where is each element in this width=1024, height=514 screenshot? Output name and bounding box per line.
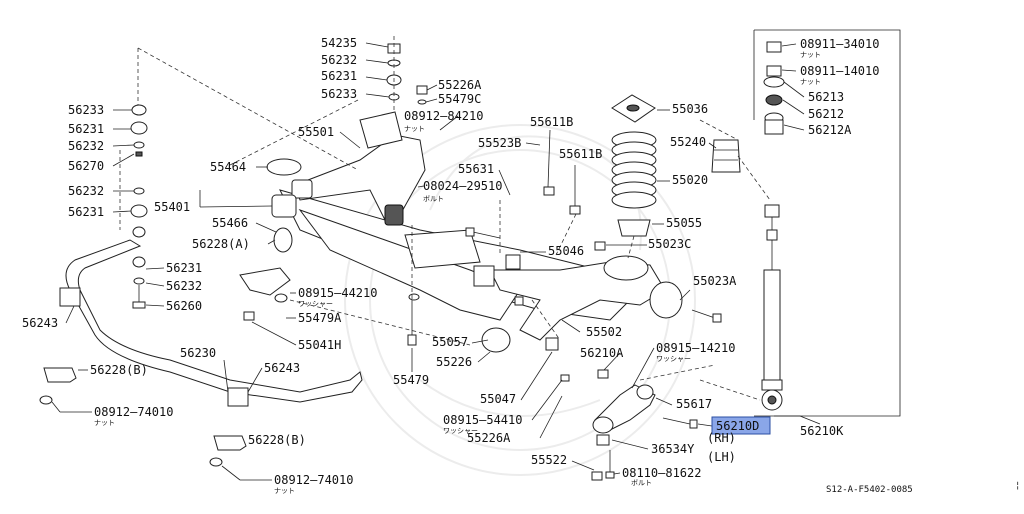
part-type-note: ワッシャー xyxy=(298,300,333,308)
part-label[interactable]: 08024–29510 xyxy=(423,179,502,193)
part-type-note: ナット xyxy=(404,125,425,133)
part-type-note: ナット xyxy=(274,487,295,495)
part-label[interactable]: 55036 xyxy=(672,102,708,116)
part-label[interactable]: 08912–84210 xyxy=(404,109,483,123)
part-label[interactable]: 55479 xyxy=(393,373,429,387)
shock-absorber-56210K xyxy=(753,29,901,417)
part-label[interactable]: 56232 xyxy=(68,139,104,153)
part-label[interactable]: (RH) xyxy=(707,431,736,445)
assembly-guides xyxy=(119,36,771,401)
part-label[interactable]: 56231 xyxy=(68,205,104,219)
part-label[interactable]: 08911–34010 xyxy=(800,37,879,51)
part-label[interactable]: 55226 xyxy=(436,355,472,369)
part-label[interactable]: 56210A xyxy=(580,346,624,360)
part-label[interactable]: 56270 xyxy=(68,159,104,173)
part-label[interactable]: 55479A xyxy=(298,311,342,325)
part-label[interactable]: (LH) xyxy=(707,450,736,464)
highlighted-part[interactable]: 56210D xyxy=(711,416,771,435)
part-type-note: ナット xyxy=(800,51,821,59)
part-type-note: ボルト xyxy=(631,479,652,487)
part-label[interactable]: 55464 xyxy=(210,160,246,174)
part-label[interactable]: 56243 xyxy=(264,361,300,375)
part-label[interactable]: 55631 xyxy=(458,162,494,176)
part-label[interactable]: 55020 xyxy=(672,173,708,187)
upper-arm-55501 xyxy=(291,111,426,226)
stabilizer-bar-56230 xyxy=(59,239,363,407)
part-label[interactable]: 56232 xyxy=(321,53,357,67)
part-label[interactable]: 55041H xyxy=(298,338,341,352)
part-label[interactable]: 56210K xyxy=(800,424,844,438)
lower-link-55617 xyxy=(592,384,656,446)
highlight-box[interactable] xyxy=(711,416,771,435)
diagram-code: S12-A-F5402-0085 xyxy=(826,485,913,495)
part-label[interactable]: 36534Y xyxy=(651,442,695,456)
part-label[interactable]: 55611B xyxy=(530,115,573,129)
part-type-note: ワッシャー xyxy=(443,427,478,435)
part-label[interactable]: 56233 xyxy=(321,87,357,101)
part-label[interactable]: 56231 xyxy=(166,261,202,275)
part-label[interactable]: 55611B xyxy=(559,147,602,161)
bump-stop-55240 xyxy=(711,139,741,173)
part-label[interactable]: 56232 xyxy=(68,184,104,198)
part-label[interactable]: 08915–14210 xyxy=(656,341,735,355)
part-label[interactable]: 56231 xyxy=(321,69,357,83)
part-label[interactable]: 56228(B) xyxy=(248,433,306,447)
part-label[interactable]: 55226A xyxy=(438,78,482,92)
part-label[interactable]: 08912–74010 xyxy=(274,473,353,487)
part-label[interactable]: 55617 xyxy=(676,397,712,411)
part-label[interactable]: 55522 xyxy=(531,453,567,467)
part-label[interactable]: 55047 xyxy=(480,392,516,406)
part-label[interactable]: 08911–14010 xyxy=(800,64,879,78)
mount-bushings xyxy=(266,158,559,353)
part-label[interactable]: 55523B xyxy=(478,136,521,150)
part-label[interactable]: 08912–74010 xyxy=(94,405,173,419)
highlight-part-number[interactable]: 56210D xyxy=(716,419,759,433)
part-label[interactable]: 56212 xyxy=(808,107,844,121)
part-type-note: ボルト xyxy=(423,195,444,203)
part-type-note: ナット xyxy=(94,419,115,427)
part-label[interactable]: 56228(B) xyxy=(90,363,148,377)
part-type-note: ナット xyxy=(800,78,821,86)
part-label[interactable]: 55055 xyxy=(666,216,702,230)
part-label[interactable]: 56212A xyxy=(808,123,852,137)
part-label[interactable]: 56228(A) xyxy=(192,237,250,251)
part-label[interactable]: 55501 xyxy=(298,125,334,139)
part-label[interactable]: 56213 xyxy=(808,90,844,104)
part-label[interactable]: 56260 xyxy=(166,299,202,313)
part-label[interactable]: 55023C xyxy=(648,237,691,251)
leader-lines xyxy=(51,42,821,481)
part-label[interactable]: 55502 xyxy=(586,325,622,339)
part-label[interactable]: 56232 xyxy=(166,279,202,293)
shock-top-hardware xyxy=(763,41,785,135)
lower-arm-55502 xyxy=(489,255,683,341)
edge-mark: ¦ xyxy=(1015,481,1020,491)
part-label[interactable]: 55240 xyxy=(670,135,706,149)
part-label[interactable]: 55401 xyxy=(154,200,190,214)
part-label[interactable]: 08915–54410 xyxy=(443,413,522,427)
part-label[interactable]: 55057 xyxy=(432,335,468,349)
part-label[interactable]: 55226A xyxy=(467,431,511,445)
part-number-labels: 5423556232562315623355226A55479C08912–84… xyxy=(22,36,879,487)
bracket-56228 xyxy=(39,227,293,467)
part-label[interactable]: 55466 xyxy=(212,216,248,230)
part-label[interactable]: 56230 xyxy=(180,346,216,360)
part-label[interactable]: 54235 xyxy=(321,36,357,50)
part-label[interactable]: 55479C xyxy=(438,92,481,106)
part-label[interactable]: 56231 xyxy=(68,122,104,136)
part-label[interactable]: 08110–81622 xyxy=(622,466,701,480)
part-label[interactable]: 56243 xyxy=(22,316,58,330)
part-type-note: ワッシャー xyxy=(656,355,691,363)
spring-assembly xyxy=(611,94,657,237)
part-label[interactable]: 08915–44210 xyxy=(298,286,377,300)
part-label[interactable]: 55046 xyxy=(548,244,584,258)
part-label[interactable]: 56233 xyxy=(68,103,104,117)
stabilizer-link-hardware xyxy=(130,104,148,309)
part-label[interactable]: 55023A xyxy=(693,274,737,288)
